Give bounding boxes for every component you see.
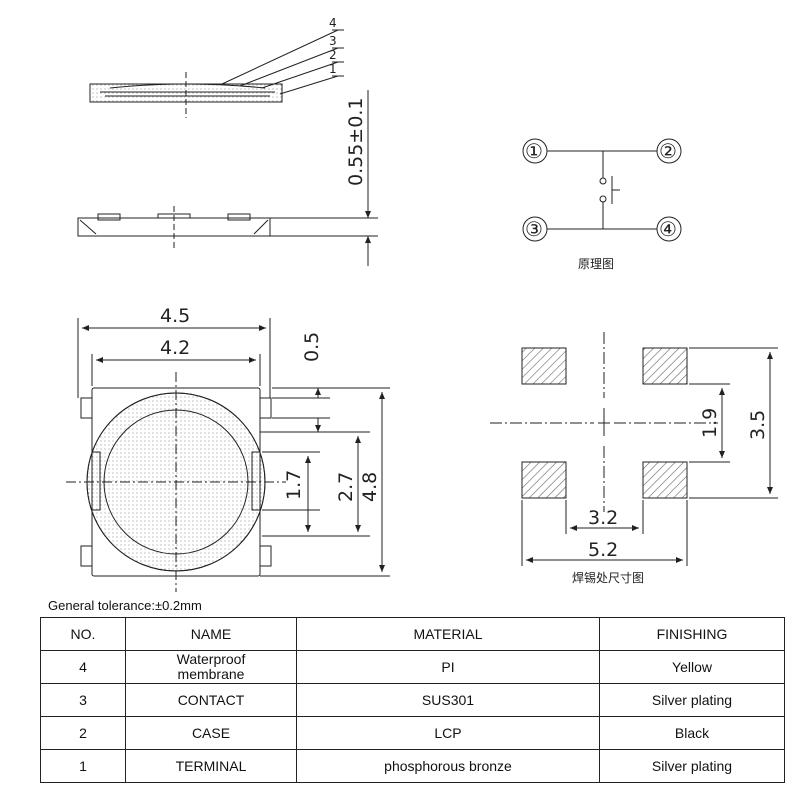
thickness-label: 0.55±0.1 — [345, 98, 367, 186]
cell-name: CASE — [125, 716, 297, 750]
cell-finishing: Silver plating — [599, 749, 785, 783]
pin-2: ② — [659, 139, 677, 163]
cell-name: TERMINAL — [125, 749, 297, 783]
cell-finishing: Black — [599, 716, 785, 750]
callout-4: 4 — [329, 16, 337, 30]
schematic-caption: 原理图 — [578, 257, 614, 271]
side-view-bottom — [77, 90, 378, 266]
material-table: NO. NAME MATERIAL FINISHING 4 Waterproof… — [40, 617, 785, 783]
col-name: NAME — [125, 617, 297, 651]
dim-2-7: 2.7 — [335, 472, 357, 502]
dim-4-8: 4.8 — [359, 472, 381, 502]
cell-no: 4 — [40, 650, 126, 684]
technical-drawing: 4 3 2 1 0.55±0.1 ① ② ③ ④ 原理图 — [66, 16, 778, 592]
dim-1-9: 1.9 — [699, 408, 721, 438]
col-material: MATERIAL — [296, 617, 600, 651]
cell-no: 1 — [40, 749, 126, 783]
cell-finishing: Yellow — [599, 650, 785, 684]
dim-5-2: 5.2 — [588, 539, 618, 561]
cell-material: LCP — [296, 716, 600, 750]
pin-1: ① — [525, 139, 543, 163]
callout-1: 1 — [329, 62, 337, 76]
cell-name-line1: Waterproof — [176, 651, 246, 667]
cell-no: 2 — [40, 716, 126, 750]
callout-2: 2 — [329, 48, 337, 62]
dim-3-2: 3.2 — [588, 507, 618, 529]
cell-material: SUS301 — [296, 683, 600, 717]
pin-4: ④ — [659, 217, 677, 241]
dim-3-5: 3.5 — [747, 410, 769, 440]
dim-0-5: 0.5 — [301, 332, 323, 362]
cell-name: CONTACT — [125, 683, 297, 717]
table-row: 4 Waterproof membrane PI Yellow — [40, 650, 785, 684]
schematic — [522, 138, 682, 242]
top-view — [66, 318, 390, 592]
pad-caption: 焊锡处尺寸图 — [572, 570, 644, 585]
callout-3: 3 — [329, 34, 337, 48]
dim-4-5: 4.5 — [160, 305, 190, 327]
cell-no: 3 — [40, 683, 126, 717]
cell-material: PI — [296, 650, 600, 684]
side-view-top — [89, 29, 344, 118]
pad-layout — [490, 332, 778, 566]
general-tolerance: General tolerance:±0.2mm — [48, 598, 202, 613]
cell-name: Waterproof membrane — [125, 650, 297, 684]
table-row: 2 CASE LCP Black — [40, 716, 785, 750]
table-row: 1 TERMINAL phosphorous bronze Silver pla… — [40, 749, 785, 783]
pin-3: ③ — [525, 217, 543, 241]
table-row: 3 CONTACT SUS301 Silver plating — [40, 683, 785, 717]
cell-name-line2: membrane — [177, 666, 245, 682]
table-header-row: NO. NAME MATERIAL FINISHING — [40, 617, 785, 651]
col-finishing: FINISHING — [599, 617, 785, 651]
dim-1-7: 1.7 — [283, 470, 305, 500]
col-no: NO. — [40, 617, 126, 651]
dim-4-2: 4.2 — [160, 337, 190, 359]
cell-material: phosphorous bronze — [296, 749, 600, 783]
cell-finishing: Silver plating — [599, 683, 785, 717]
